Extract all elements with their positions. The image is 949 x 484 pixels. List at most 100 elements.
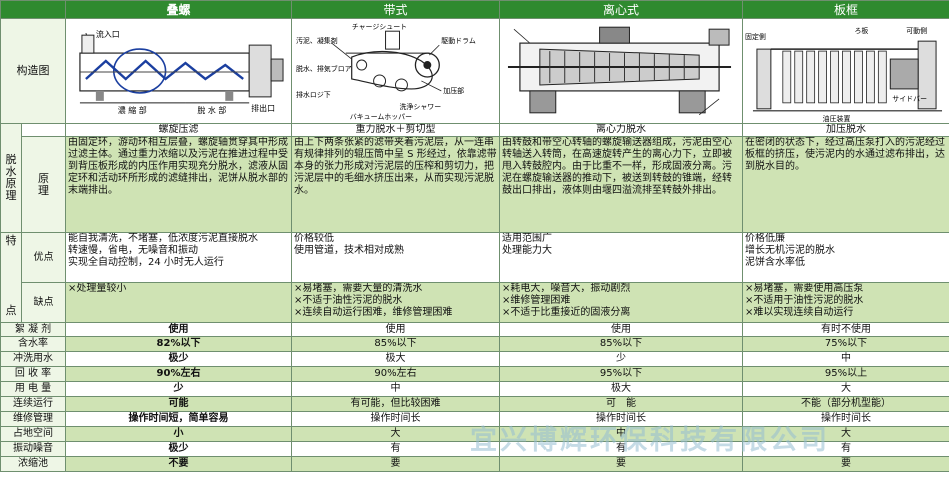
cell: 少 [499, 351, 743, 367]
row-label-thickener: 浓缩池 [0, 456, 66, 472]
principle-title-filter: 加压脱水 [742, 123, 949, 137]
principle-belt: 由上下两条张紧的滤带夹着污泥层，从一连串有规律排列的辊压筒中呈 S 形经过，依靠… [291, 136, 500, 233]
cell: 可能 [65, 396, 292, 412]
table-row: 振动噪音 极少 有 有 有 [0, 441, 949, 457]
principle-filter: 在密闭的状态下，经过高压泵打入的污泥经过板框的挤压，使污泥内的水通过滤布排出，达… [742, 136, 949, 233]
cell: 有 [291, 441, 500, 457]
cell: 不能（部分机型能） [742, 396, 949, 412]
cell: 操作时间长 [742, 411, 949, 427]
cell: 极大 [499, 381, 743, 397]
pros-filter: 价格低廉 增长无机污泥的脱水 泥饼含水率低 [742, 232, 949, 283]
cons-screw: ×处理量较小 [65, 282, 292, 323]
principle-inner-label: 原理 [21, 136, 66, 233]
filter-movable-label: 可動側 [906, 26, 927, 35]
cell: 大 [742, 426, 949, 442]
belt-pressure-label: 加压部 [443, 86, 464, 95]
belt-drain-label: 排水ロジ下 [296, 90, 331, 99]
row-label-washwater: 冲洗用水 [0, 351, 66, 367]
belt-press-diagram-cell: チャージシュート 汚泥、凝集剤 脱水、排気ブロア 排水ロジ下 駆動ドラム 加压部… [291, 18, 500, 124]
pros-centrifuge: 适用范围广 处理能力大 [499, 232, 743, 283]
centrifuge-diagram-cell [499, 18, 743, 124]
filter-fixed-label: 固定側 [745, 32, 766, 41]
row-label-flocculant: 絮 凝 剂 [0, 322, 66, 337]
cell: 90%左右 [65, 366, 292, 382]
structure-label: 构造图 [0, 18, 66, 124]
header-centrifuge: 离心式 [499, 0, 743, 19]
belt-hopper-label: バキュームホッパー [350, 113, 412, 121]
screw-outlet-label: 排出口 [251, 103, 275, 113]
cell: 使用 [65, 322, 292, 337]
principle-inner-text: 原理 [38, 171, 49, 197]
row-label-noise: 振动噪音 [0, 441, 66, 457]
cell: 使用 [499, 322, 743, 337]
screw-inlet-label: 流入口 [96, 29, 120, 39]
filter-hydraulic-label: 油圧装置 [823, 114, 851, 123]
row-label-recovery: 回 收 率 [0, 366, 66, 382]
cell: 85%以下 [499, 336, 743, 352]
header-screw: 叠螺 [65, 0, 292, 19]
cons-centrifuge: ×耗电大，噪音大，振动剧烈 ×维修管理困难 ×不适于比重接近的固液分离 [499, 282, 743, 323]
principle-outer-label: 脱水原理 [0, 123, 22, 233]
belt-chute-label: チャージシュート [352, 23, 407, 31]
features-top-text: 特 [5, 234, 17, 247]
cell: 有 [499, 441, 743, 457]
features-label: 特 点 [0, 232, 22, 323]
pros-label: 优点 [21, 232, 66, 283]
cons-filter: ×易堵塞，需要使用高压泵 ×不适用于油性污泥的脱水 ×难以实现连续自动运行 [742, 282, 949, 323]
cell: 中 [499, 426, 743, 442]
cell: 大 [291, 426, 500, 442]
belt-press-diagram: チャージシュート 汚泥、凝集剤 脱水、排気ブロア 排水ロジ下 駆動ドラム 加压部… [292, 19, 499, 123]
cell: 85%以下 [291, 336, 500, 352]
cell: 极少 [65, 351, 292, 367]
filter-plate-label: ろ板 [854, 26, 868, 35]
cell: 中 [291, 381, 500, 397]
principle-centrifuge: 由转鼓和带空心转轴的螺旋输送器组成，污泥由空心转轴送入转筒，在高速旋转产生的离心… [499, 136, 743, 233]
row-label-moisture: 含水率 [0, 336, 66, 352]
principle-screw: 由固定环，游动环相互层叠，螺旋轴贯穿其中形成过滤主体。通过重力浓缩以及污泥在推进… [65, 136, 292, 233]
comparison-table: 叠螺 带式 离心式 板框 构造图 流入口 排出口 濃 縮 部 [0, 0, 949, 472]
principle-outer-text: 脱水原理 [5, 153, 17, 202]
cell: 95%以下 [499, 366, 743, 382]
principle-title-belt: 重力脱水＋剪切型 [291, 123, 500, 137]
header-row: 叠螺 带式 离心式 板框 [0, 0, 949, 19]
screw-dewater-label: 脫 水 部 [197, 105, 226, 115]
table-row: 占地空间 小 大 中 大 [0, 426, 949, 442]
filter-press-diagram-cell: 固定側 ろ板 サイドバー 可動側 油圧装置 [742, 18, 949, 124]
cell: 82%以下 [65, 336, 292, 352]
cell: 要 [742, 456, 949, 472]
cons-belt: ×易堵塞，需要大量的清洗水 ×不适于油性污泥的脱水 ×连续自动运行困难，维修管理… [291, 282, 500, 323]
principle-title-centrifuge: 离心力脱水 [499, 123, 743, 137]
cell: 使用 [291, 322, 500, 337]
table-row: 絮 凝 剂 使用 使用 使用 有时不使用 [0, 322, 949, 337]
table-row: 连续运行 可能 有可能，但比较困难 可 能 不能（部分机型能） [0, 396, 949, 412]
cell: 少 [65, 381, 292, 397]
row-label-continuous: 连续运行 [0, 396, 66, 412]
cell: 大 [742, 381, 949, 397]
row-label-power: 用 电 量 [0, 381, 66, 397]
cell: 75%以下 [742, 336, 949, 352]
cell: 要 [499, 456, 743, 472]
table-row: 维修管理 操作时间短，简单容易 操作时间长 操作时间长 操作时间长 [0, 411, 949, 427]
cell: 不要 [65, 456, 292, 472]
cell: 中 [742, 351, 949, 367]
cell: 可 能 [499, 396, 743, 412]
screw-press-diagram-cell: 流入口 排出口 濃 縮 部 脫 水 部 [65, 18, 292, 124]
belt-wash-label: 洗浄シャワー [399, 102, 441, 111]
structure-row: 构造图 流入口 排出口 濃 縮 部 脫 水 部 [0, 18, 949, 124]
cell: 有时不使用 [742, 322, 949, 337]
cell: 有 [742, 441, 949, 457]
cell: 有可能，但比较困难 [291, 396, 500, 412]
screw-press-diagram: 流入口 排出口 濃 縮 部 脫 水 部 [66, 19, 291, 123]
cell: 操作时间长 [499, 411, 743, 427]
header-filter-press: 板框 [742, 0, 949, 19]
table-row: 回 收 率 90%左右 90%左右 95%以下 95%以上 [0, 366, 949, 382]
row-label-maintenance: 维修管理 [0, 411, 66, 427]
principle-row: 原理 由固定环，游动环相互层叠，螺旋轴贯穿其中形成过滤主体。通过重力浓缩以及污泥… [1, 136, 949, 233]
table-row: 含水率 82%以下 85%以下 85%以下 75%以下 [0, 336, 949, 352]
cell: 要 [291, 456, 500, 472]
screw-thicken-label: 濃 縮 部 [118, 105, 147, 115]
cell: 极少 [65, 441, 292, 457]
principle-title-row: 脱水原理 螺旋压滤 重力脱水＋剪切型 离心力脱水 加压脱水 [0, 123, 949, 233]
pros-screw: 能自我清洗，不堵塞，低浓度污泥直接脱水 转速慢，省电，无噪音和振动 实现全自动控… [65, 232, 292, 283]
pros-row: 特 点 优点 能自我清洗，不堵塞，低浓度污泥直接脱水 转速慢，省电，无噪音和振动… [0, 232, 949, 323]
